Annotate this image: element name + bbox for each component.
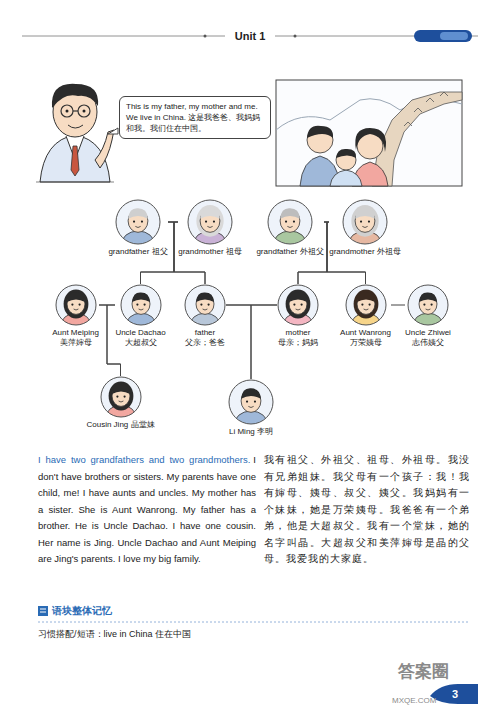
english-text: I don't have brothers or sisters. My par…	[38, 454, 256, 564]
node-label: grandmother 祖母	[178, 247, 242, 257]
section-icon	[40, 612, 46, 613]
page-number: 3	[452, 688, 458, 700]
family-line	[107, 305, 121, 376]
family-member: Uncle Dachao大超叔父	[115, 284, 166, 348]
node-label: Uncle Dachao	[115, 328, 166, 338]
family-member: Uncle Zhiwei志伟姨父	[405, 284, 451, 348]
portrait	[184, 284, 226, 326]
node-label: This is my father, my mother and me. We …	[126, 101, 264, 134]
family-member: grandmother 外祖母	[329, 199, 401, 257]
node-label-cn: 志伟姨父	[405, 338, 451, 348]
chinese-text: 我有祖父、外祖父、祖母、外祖母。我没有兄弟姐妹。我父母有一个孩子：我！我有婶母、…	[264, 452, 470, 568]
speech-bubble: This is my father, my mother and me. We …	[119, 96, 271, 139]
family-line	[251, 305, 277, 379]
portrait	[342, 199, 388, 245]
portrait	[267, 199, 313, 245]
family-member: grandfather 祖父	[108, 199, 168, 257]
section-heading: 语块整体记忆	[52, 604, 112, 618]
watermark: 答案圈	[398, 660, 449, 683]
page-header: Unit 1	[225, 29, 275, 43]
portrait	[345, 284, 387, 326]
section-icon	[38, 606, 48, 616]
family-member: grandmother 祖母	[178, 199, 242, 257]
header-bar	[414, 30, 472, 42]
node-label-cn: 美萍婶母	[52, 338, 99, 348]
phrase-note: 习惯搭配/短语：live in China 住在中国	[38, 628, 191, 641]
node-label: grandfather 祖父	[108, 247, 168, 257]
family-member: Aunt Meiping美萍婶母	[52, 284, 99, 348]
node-label-cn: 母亲；妈妈	[277, 338, 319, 348]
node-label: mother	[277, 328, 319, 338]
portrait	[100, 376, 142, 418]
key-sentence: I have two grandfathers and two grandmot…	[38, 454, 250, 465]
node-label: Aunt Meiping	[52, 328, 99, 338]
section-icon	[40, 609, 46, 610]
node-label: grandmother 外祖母	[329, 247, 401, 257]
section-rule	[38, 622, 470, 623]
header-dot	[294, 35, 297, 38]
family-line	[99, 305, 121, 376]
family-member: father父亲；爸爸	[184, 284, 226, 348]
portrait	[407, 284, 449, 326]
family-member: mother母亲；妈妈	[277, 284, 319, 348]
node-label: Uncle Zhiwei	[405, 328, 451, 338]
portrait	[277, 284, 319, 326]
node-label-cn: 父亲；爸爸	[184, 338, 226, 348]
node-label: Aunt Wanrong	[340, 328, 391, 338]
portrait	[187, 199, 233, 245]
node-label-cn: 万荣姨母	[340, 338, 391, 348]
family-line	[226, 305, 251, 379]
family-member: Cousin Jing 晶堂妹	[86, 376, 155, 430]
family-line	[391, 305, 405, 306]
portrait	[120, 284, 162, 326]
bubble-tail	[108, 128, 118, 134]
family-member: Aunt Wanrong万荣姨母	[340, 284, 391, 348]
watermark: MXQE.COM	[392, 696, 436, 705]
portrait	[55, 284, 97, 326]
family-member: Li Ming 李明	[228, 379, 274, 437]
portrait	[228, 379, 274, 425]
node-label: Cousin Jing 晶堂妹	[86, 420, 155, 430]
header-dot	[204, 35, 207, 38]
header-bar	[440, 32, 468, 40]
node-label: Li Ming 李明	[228, 427, 274, 437]
boy-cartoon	[36, 84, 114, 182]
node-label: father	[184, 328, 226, 338]
great-wall-picture	[276, 80, 462, 186]
portrait	[115, 199, 161, 245]
page-tab	[430, 684, 478, 704]
node-label-cn: 大超叔父	[115, 338, 166, 348]
family-member: grandfather 外祖父	[256, 199, 324, 257]
node-label: grandfather 外祖父	[256, 247, 324, 257]
english-paragraph: I have two grandfathers and two grandmot…	[38, 452, 256, 568]
